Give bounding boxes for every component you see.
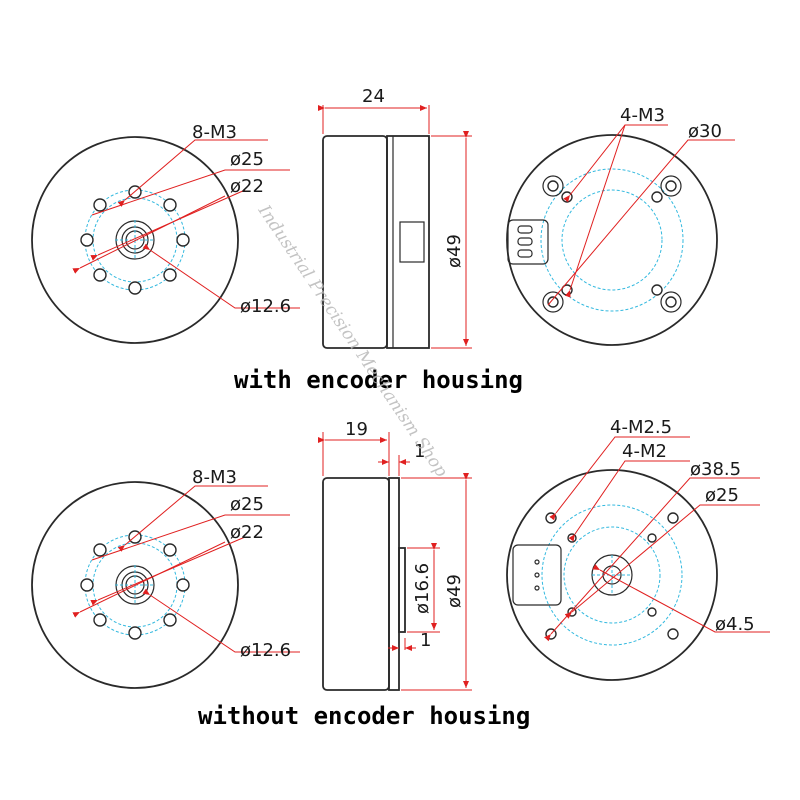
side-view-with-encoder: 24 ø49 bbox=[318, 86, 472, 349]
outer-circle bbox=[31, 136, 239, 344]
outer-circle bbox=[31, 481, 239, 689]
step-rect bbox=[388, 477, 400, 691]
label-d2: ø22 bbox=[230, 176, 264, 197]
connector-pins bbox=[517, 225, 533, 258]
outer-bolt-circle bbox=[541, 504, 683, 646]
encoder-rect bbox=[386, 135, 430, 349]
side-view-without-encoder: 19 1 ø16.6 1 ø49 bbox=[318, 419, 472, 691]
back-view-without-encoder: 4-M2.5 4-M2 ø38.5 ø25 ø4.5 bbox=[506, 417, 770, 681]
connector bbox=[399, 221, 425, 263]
label-height: ø49 bbox=[444, 574, 465, 608]
label-step-bottom: 1 bbox=[420, 630, 431, 651]
caption-with-encoder: with encoder housing bbox=[234, 366, 523, 394]
label-holes: 8-M3 bbox=[192, 467, 237, 488]
front-view-with-encoder: 8-M3 ø25 ø22 ø12.6 bbox=[31, 122, 300, 344]
label-holes1: 4-M2.5 bbox=[610, 417, 672, 438]
mounting-holes bbox=[80, 530, 190, 640]
body-rect bbox=[322, 477, 390, 691]
mounting-holes bbox=[542, 175, 682, 313]
label-holes: 4-M3 bbox=[620, 105, 665, 126]
boss-rect bbox=[398, 547, 406, 633]
label-inner: ø16.6 bbox=[412, 563, 433, 614]
label-height: ø49 bbox=[444, 234, 465, 268]
outer-circle bbox=[506, 134, 718, 346]
label-d3: ø4.5 bbox=[715, 614, 755, 635]
outer-circle bbox=[506, 469, 718, 681]
label-d2: ø22 bbox=[230, 522, 264, 543]
label-d2: ø25 bbox=[705, 485, 739, 506]
label-width: 24 bbox=[362, 86, 385, 107]
caption-without-encoder: without encoder housing bbox=[198, 702, 530, 730]
label-d1: ø25 bbox=[230, 149, 264, 170]
label-holes2: 4-M2 bbox=[622, 441, 667, 462]
connector bbox=[512, 544, 562, 606]
label-step-top: 1 bbox=[414, 441, 425, 462]
connector-pins bbox=[534, 559, 540, 591]
inner-bolt-circle bbox=[563, 526, 661, 624]
bolt-circle bbox=[540, 168, 684, 312]
label-d1: ø38.5 bbox=[690, 459, 741, 480]
label-holes: 8-M3 bbox=[192, 122, 237, 143]
label-d3: ø12.6 bbox=[240, 296, 291, 317]
label-d3: ø12.6 bbox=[240, 640, 291, 661]
back-view-with-encoder: 4-M3 ø30 bbox=[506, 105, 735, 346]
label-d1: ø30 bbox=[688, 121, 722, 142]
label-width: 19 bbox=[345, 419, 368, 440]
mounting-holes bbox=[80, 185, 190, 295]
connector bbox=[507, 219, 549, 265]
front-view-without-encoder: 8-M3 ø25 ø22 ø12.6 bbox=[31, 467, 300, 689]
label-d1: ø25 bbox=[230, 494, 264, 515]
